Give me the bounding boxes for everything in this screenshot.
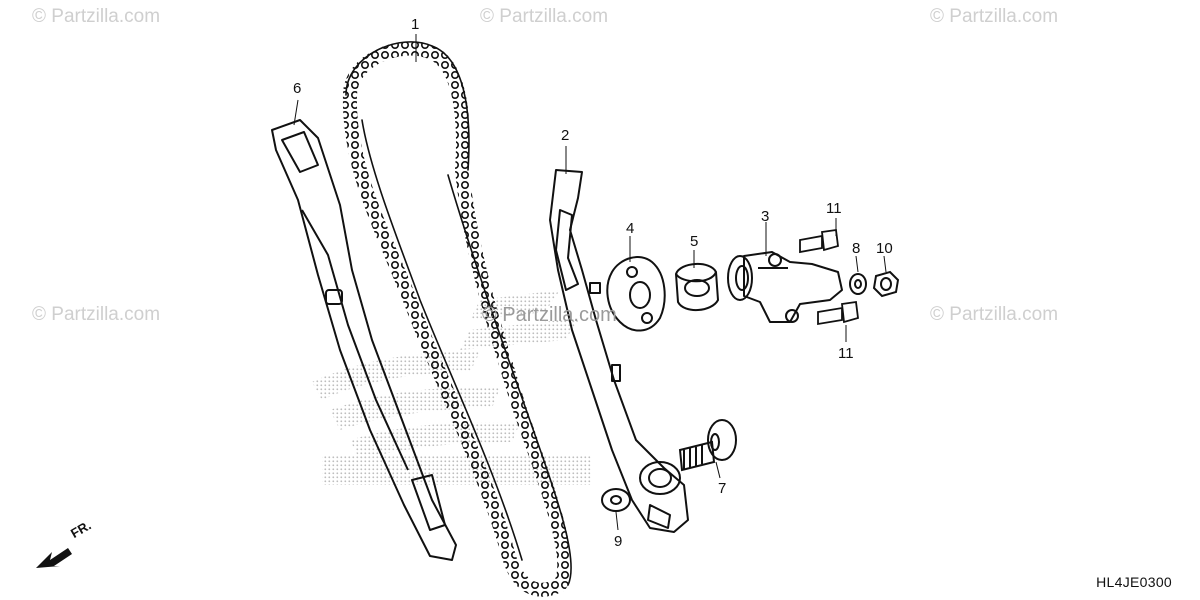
cam-chain-tensioner-lifter[interactable] — [727, 251, 843, 323]
watermark-top-left: © Partzilla.com — [32, 6, 161, 27]
guide-pivot-bolt[interactable] — [678, 419, 737, 472]
tensioner-seal[interactable] — [674, 263, 720, 311]
watermark-mid-left: © Partzilla.com — [32, 304, 161, 325]
pivot-washer[interactable] — [601, 488, 631, 512]
tensioner-gasket[interactable] — [606, 256, 666, 332]
cam-chain-tensioner-slider[interactable] — [271, 119, 457, 561]
callout-11-bottom[interactable]: 11 — [838, 345, 854, 362]
sealing-bolt[interactable] — [872, 270, 900, 298]
watermark-top-right: © Partzilla.com — [930, 6, 1059, 27]
bolt-lower[interactable] — [817, 300, 859, 326]
callout-4[interactable]: 4 — [626, 220, 635, 237]
callout-2[interactable]: 2 — [561, 127, 570, 144]
bolt-upper[interactable] — [799, 228, 839, 254]
watermark-top-center: © Partzilla.com — [480, 6, 609, 27]
callout-6[interactable]: 6 — [293, 80, 302, 97]
cam-chain[interactable] — [342, 41, 572, 597]
diagram-code: HL4JE0300 — [1096, 574, 1172, 590]
front-direction-arrow-icon — [36, 548, 72, 568]
watermark-center: © Partzilla.com — [482, 304, 617, 326]
callout-7[interactable]: 7 — [718, 480, 727, 497]
watermark-mid-right: © Partzilla.com — [930, 304, 1059, 325]
callout-10[interactable]: 10 — [876, 240, 893, 257]
callout-1[interactable]: 1 — [411, 16, 420, 33]
sealing-washer[interactable] — [849, 273, 867, 295]
cam-chain-guide[interactable] — [549, 169, 689, 533]
callout-9[interactable]: 9 — [614, 533, 623, 550]
leader-lines — [293, 34, 887, 531]
callout-5[interactable]: 5 — [690, 233, 699, 250]
callout-11-top[interactable]: 11 — [826, 200, 842, 217]
callout-3[interactable]: 3 — [761, 208, 770, 225]
callout-8[interactable]: 8 — [852, 240, 861, 257]
